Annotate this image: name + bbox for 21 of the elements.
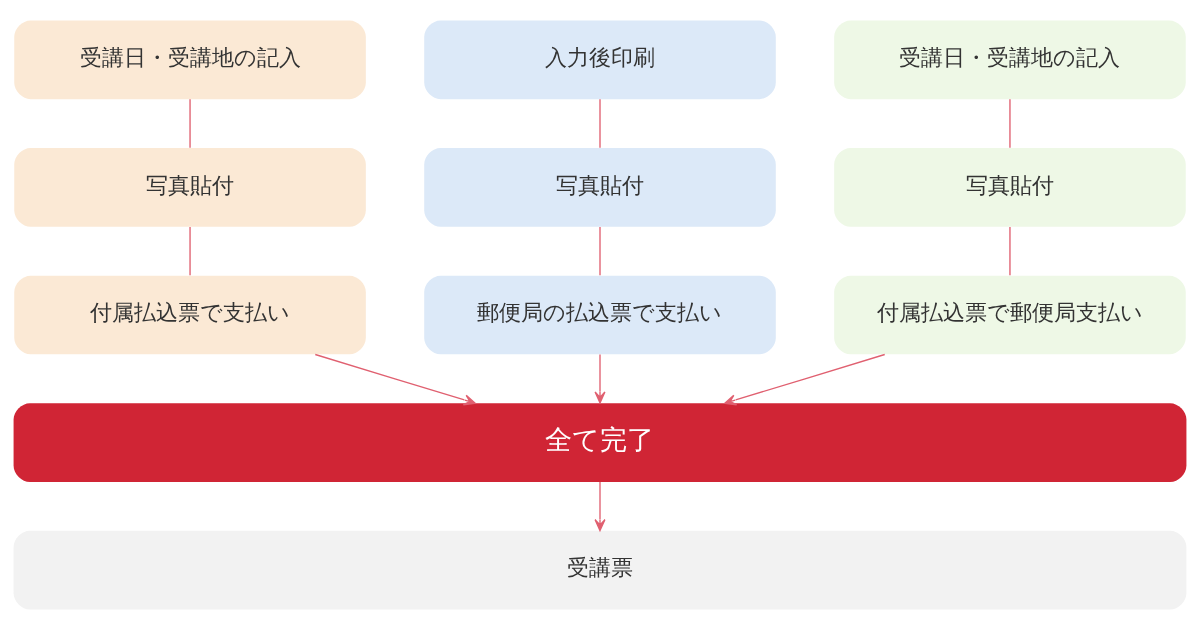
arrow bbox=[724, 353, 886, 406]
connector bbox=[599, 98, 601, 149]
arrow bbox=[594, 481, 606, 532]
node-box: 付属払込票で郵便局支払い bbox=[834, 275, 1186, 355]
node-box: 全て完了 bbox=[13, 403, 1187, 482]
connector bbox=[189, 98, 191, 149]
connector bbox=[599, 226, 601, 276]
node-box: 写真貼付 bbox=[424, 148, 776, 227]
node-box: 受講票 bbox=[13, 530, 1187, 610]
connector bbox=[1009, 226, 1011, 276]
node-box: 写真貼付 bbox=[834, 148, 1186, 227]
arrow bbox=[594, 353, 606, 404]
connector bbox=[189, 226, 191, 276]
node-box: 受講日・受講地の記入 bbox=[834, 20, 1186, 100]
node-box: 付属払込票で支払い bbox=[14, 275, 366, 355]
node-box: 郵便局の払込票で支払い bbox=[424, 275, 776, 355]
node-box: 入力後印刷 bbox=[424, 20, 776, 100]
connector bbox=[1009, 98, 1011, 149]
node-box: 写真貼付 bbox=[14, 148, 366, 227]
node-box: 受講日・受講地の記入 bbox=[14, 20, 366, 100]
arrow bbox=[314, 353, 476, 406]
